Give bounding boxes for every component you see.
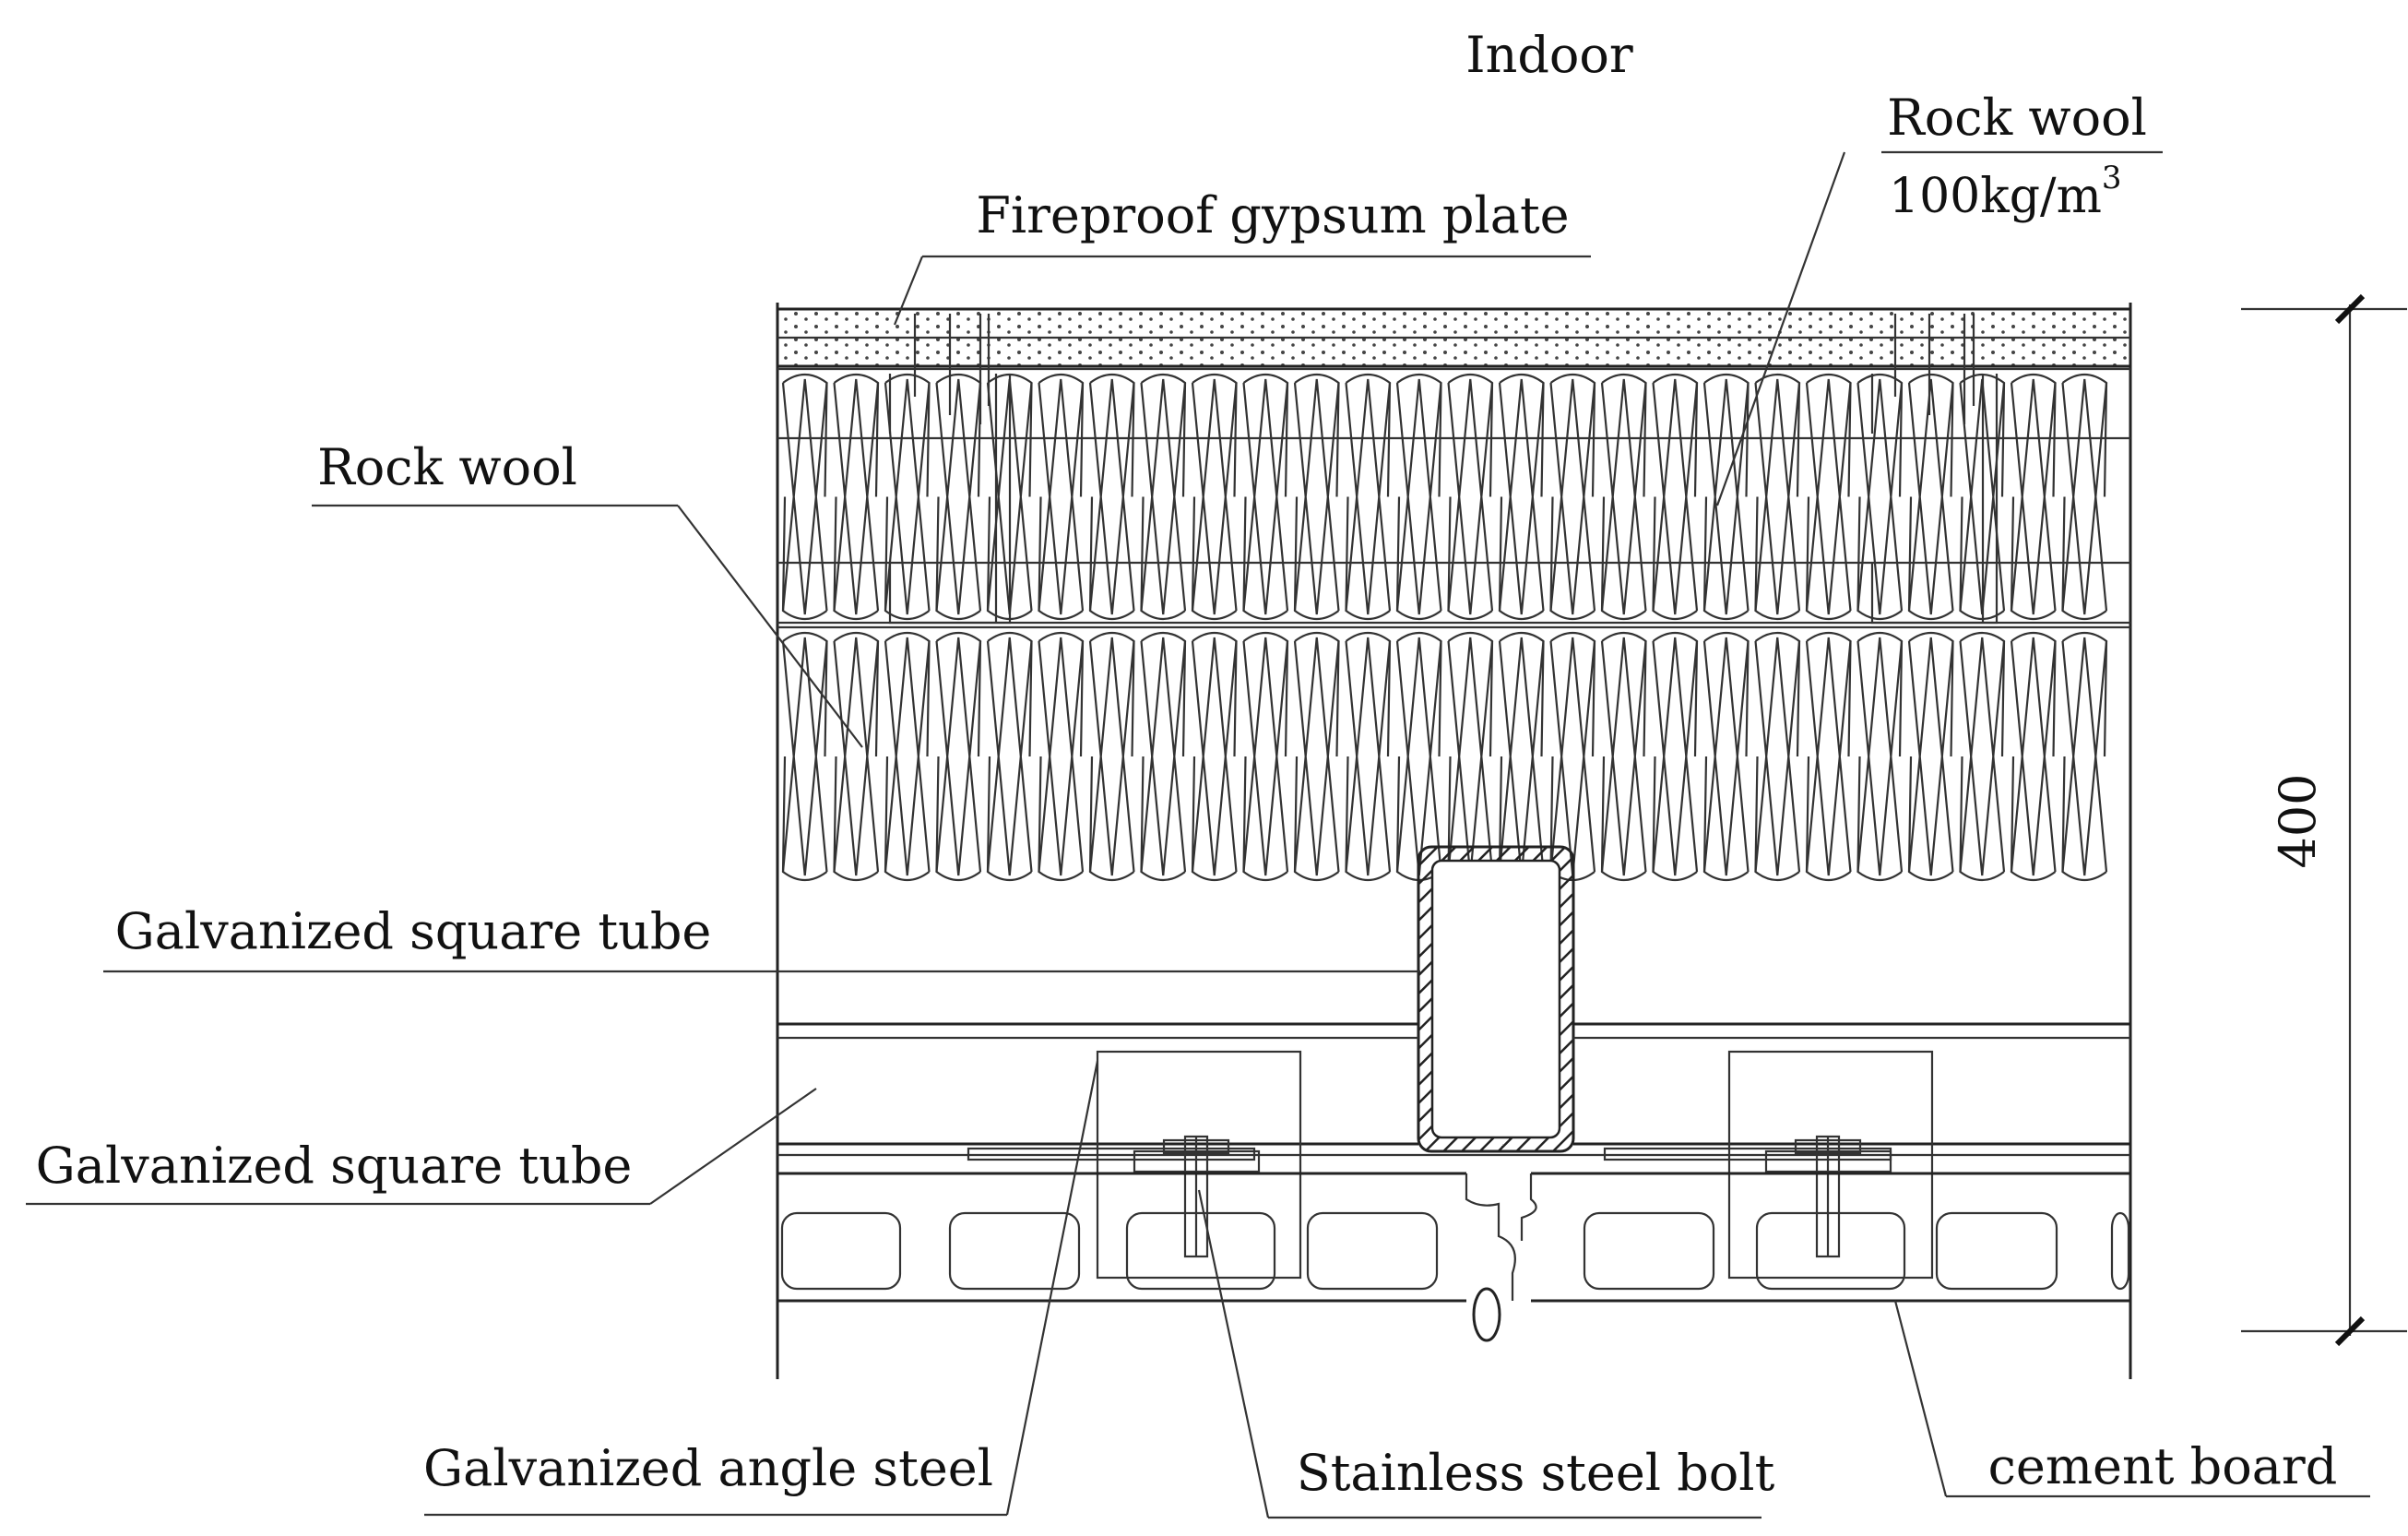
cement-board-layer xyxy=(777,1172,2130,1342)
label-indoor: Indoor xyxy=(1465,26,1633,84)
gypsum-screws-left xyxy=(913,314,990,424)
leader-lines xyxy=(26,150,2370,1519)
dimension-value: 400 xyxy=(2269,773,2327,868)
stainless-steel-bolt-right xyxy=(1764,1135,1892,1258)
wool-bracket-right xyxy=(1870,374,1999,625)
label-stainless-steel-bolt: Stainless steel bolt xyxy=(1297,1444,1775,1502)
label-density-base: 100kg/m xyxy=(1889,169,2102,224)
label-rock-wool-left: Rock wool xyxy=(317,438,577,496)
galvanized-angle-steel-right xyxy=(1603,1050,1934,1280)
galvanized-angle-steel-left xyxy=(967,1050,1302,1280)
dimension-400: 400 xyxy=(2241,293,2407,1347)
label-rock-wool-density: 100kg/m3 xyxy=(1889,160,2122,224)
label-fireproof-gypsum-plate: Fireproof gypsum plate xyxy=(976,186,1569,244)
label-galvanized-angle-steel: Galvanized angle steel xyxy=(423,1439,993,1497)
label-cement-board: cement board xyxy=(1988,1437,2338,1495)
label-galvanized-square-tube-2: Galvanized square tube xyxy=(36,1137,633,1195)
label-density-exp: 3 xyxy=(2102,160,2122,196)
label-galvanized-square-tube-1: Galvanized square tube xyxy=(115,902,712,960)
galvanized-square-tube-vertical xyxy=(1417,845,1575,1153)
label-rock-wool-top: Rock wool xyxy=(1887,89,2147,147)
gypsum-screws-right xyxy=(1893,314,1975,424)
stainless-steel-bolt-left xyxy=(1133,1135,1261,1258)
fireproof-gypsum-plate-layer xyxy=(776,307,2132,368)
rock-wool-layer-lower xyxy=(777,625,2130,882)
wool-bracket-left xyxy=(888,374,1012,625)
